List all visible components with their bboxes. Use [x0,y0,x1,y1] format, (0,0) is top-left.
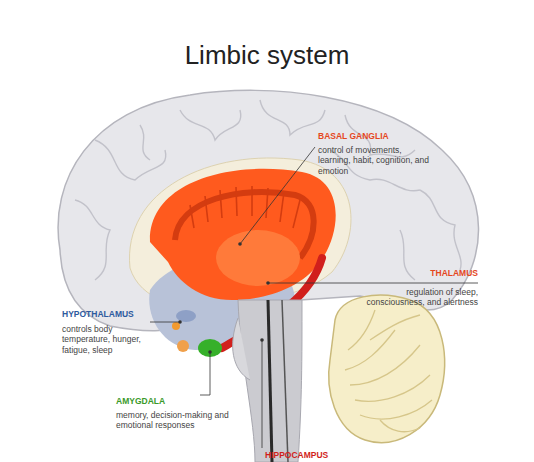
structure-description: regulation of sleep, consciousness, and … [350,287,478,308]
structure-description: memory, decision-making and emotional re… [116,410,246,431]
structure-name: AMYGDALA [116,396,216,406]
structure-name: THALAMUS [378,268,478,278]
diagram-title: Limbic system [0,40,534,71]
structure-description: control of movements, learning, habit, c… [318,145,436,176]
structure-name: HYPOTHALAMUS [62,309,162,319]
structure-description: controls body temperature, hunger, fatig… [62,324,152,355]
structure-name: BASAL GANGLIA [318,131,448,141]
structure-name: HIPPOCAMPUS [265,450,375,460]
